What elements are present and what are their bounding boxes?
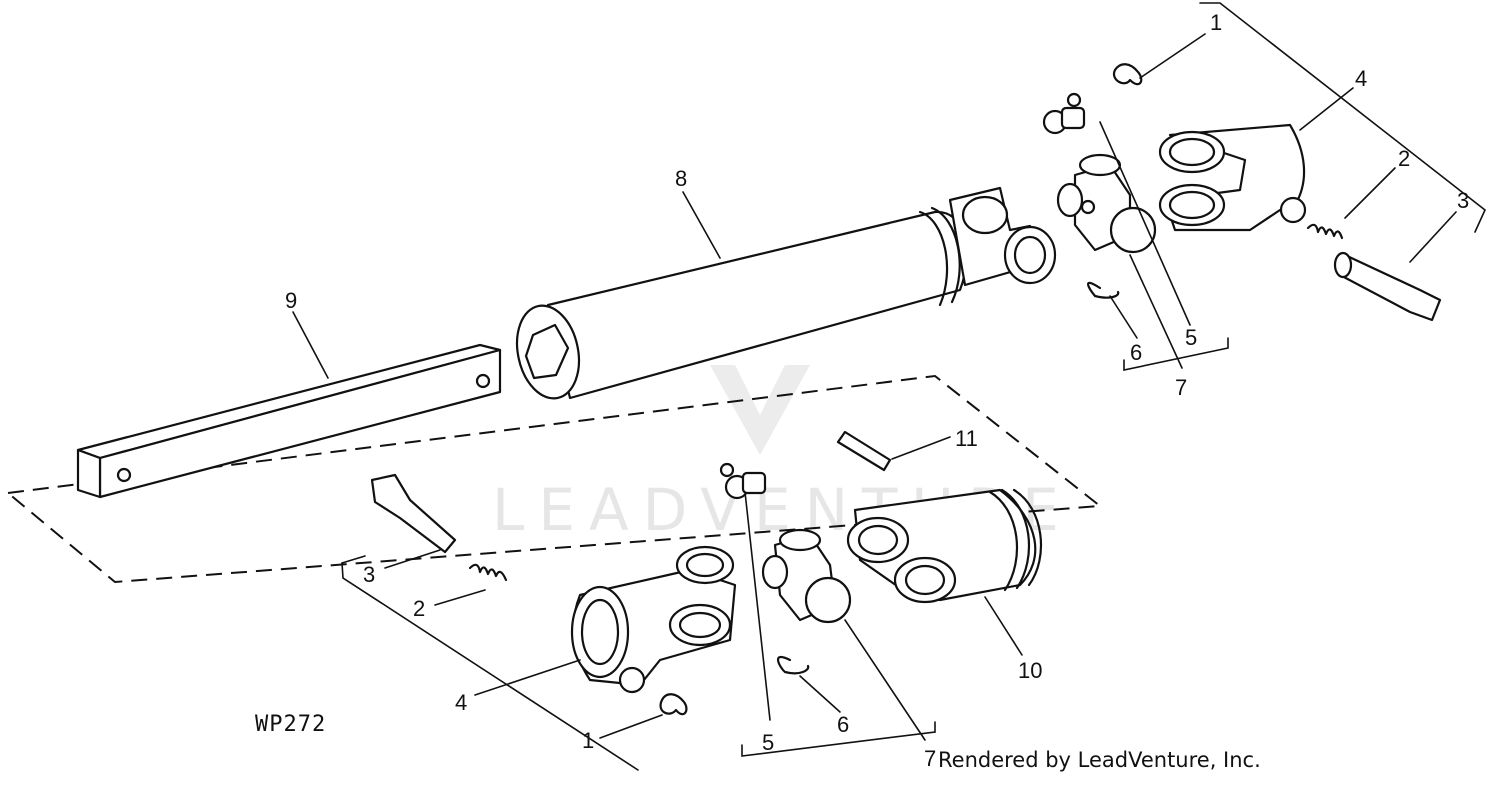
- lower-clip: [659, 693, 688, 716]
- callout-2-lower: 2: [413, 596, 425, 621]
- callout-10: 10: [1018, 658, 1042, 683]
- callout-1-lower: 1: [582, 728, 594, 753]
- callout-5-upper: 5: [1185, 325, 1197, 350]
- upper-cross-journal: [1056, 153, 1157, 254]
- upper-grease-fitting: [1042, 92, 1086, 135]
- callout-4-upper: 4: [1355, 66, 1367, 91]
- callout-labels: 1 4 2 3 5 6 7 8 9 11 3 2 4 1 5 6 10 7: [285, 10, 1469, 771]
- lower-grease-fitting: [719, 462, 767, 500]
- callout-6-lower: 6: [837, 712, 849, 737]
- upper-snap-ring: [1087, 281, 1120, 299]
- part-11-roll-pin: [836, 430, 892, 472]
- lower-cross-journal: [761, 528, 852, 624]
- callout-7-upper: 7: [1175, 375, 1187, 400]
- render-credit: Rendered by LeadVenture, Inc.: [938, 748, 1261, 772]
- part-9-square-shaft: [76, 343, 502, 499]
- upper-spring: [1306, 223, 1344, 240]
- part-8-outer-tube: [515, 186, 1057, 400]
- part-10-inner-yoke: [846, 488, 1043, 604]
- lower-left-bracket: [341, 555, 639, 771]
- callout-3-upper: 3: [1457, 188, 1469, 213]
- lower-spring: [468, 563, 508, 582]
- callout-6-upper: 6: [1130, 340, 1142, 365]
- lower-567-bracket: [741, 721, 936, 757]
- lower-yoke: [570, 545, 737, 694]
- callout-4-lower: 4: [455, 690, 467, 715]
- callout-3-lower: 3: [363, 562, 375, 587]
- upper-yoke: [1158, 123, 1307, 232]
- callout-5-lower: 5: [762, 730, 774, 755]
- leader-lines: [292, 33, 1457, 741]
- callout-9: 9: [285, 288, 297, 313]
- lower-locking-pin: [370, 473, 457, 554]
- upper-right-bracket: [1199, 2, 1486, 233]
- callout-11: 11: [955, 426, 978, 451]
- upper-locking-pin: [1333, 251, 1442, 322]
- lower-snap-ring: [777, 655, 810, 675]
- upper-567-bracket: [1123, 337, 1229, 371]
- callout-2-upper: 2: [1398, 146, 1410, 171]
- inner-group-dashed-box: [5, 374, 1103, 584]
- drawing-code: WP272: [255, 712, 326, 737]
- upper-clip: [1112, 63, 1143, 86]
- callout-8: 8: [675, 166, 687, 191]
- callout-1-upper: 1: [1210, 10, 1222, 35]
- callout-7-lower: 7: [924, 746, 936, 771]
